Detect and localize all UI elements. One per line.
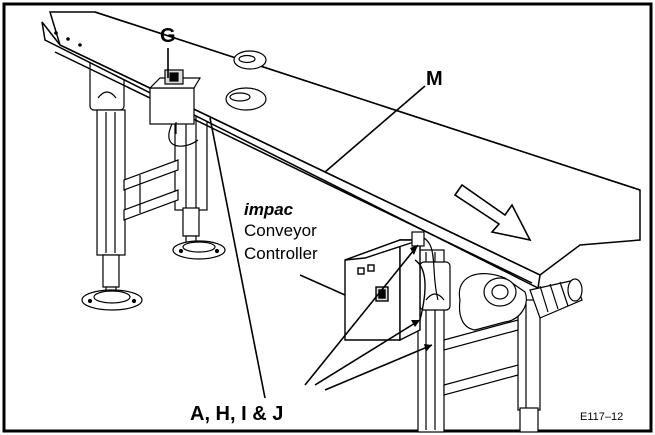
label-m: M — [426, 68, 443, 90]
left-cross-brace — [123, 159, 179, 221]
label-g: G — [160, 25, 176, 47]
label-controller-line1: Conveyor — [244, 221, 317, 240]
direction-arrow — [453, 183, 532, 242]
sensor-g — [148, 69, 202, 147]
left-rear-leg — [172, 104, 226, 260]
right-legs — [417, 249, 541, 433]
conveyor-belt — [41, 11, 641, 290]
belt-markers — [225, 50, 267, 111]
label-brand: impac — [244, 200, 294, 219]
controller-box — [344, 239, 426, 342]
label-controller-line2: Controller — [244, 244, 318, 263]
leader-arrowheads — [410, 245, 432, 352]
left-end-bolts — [54, 31, 82, 47]
left-front-leg — [81, 57, 143, 311]
label-bottom-group: A, H, I & J — [190, 403, 283, 425]
label-figure-id: E117–12 — [580, 411, 623, 423]
leader-lines — [167, 48, 433, 399]
drive-motor — [458, 273, 583, 331]
